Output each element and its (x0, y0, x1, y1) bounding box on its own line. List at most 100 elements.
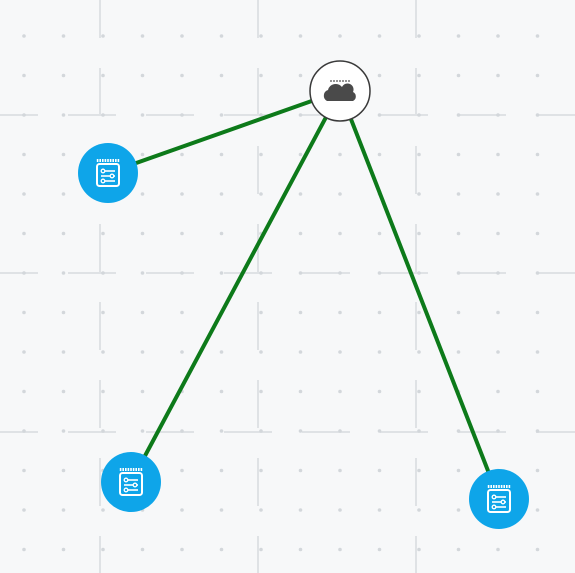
node-device-bottom-left[interactable] (101, 452, 161, 512)
grid-dot (180, 468, 184, 473)
grid-dot (535, 152, 540, 157)
grid-dot (298, 34, 303, 38)
grid-dot (417, 231, 421, 236)
node-device-top-left[interactable] (78, 143, 138, 203)
grid-dot (61, 231, 66, 236)
grid-dot (61, 547, 66, 552)
grid-dot (417, 34, 421, 38)
grid-dot (61, 468, 66, 473)
grid-dot (338, 271, 342, 275)
grid-dot (219, 113, 224, 117)
grid-dot (180, 73, 184, 78)
grid-dot (496, 113, 500, 117)
grid-dot (298, 429, 303, 433)
node-circle (469, 469, 529, 529)
node-device-bottom-right[interactable] (469, 469, 529, 529)
grid-dot (298, 547, 303, 552)
grid-dot (535, 113, 540, 117)
grid-dot (140, 547, 145, 552)
grid-dot (456, 547, 461, 552)
grid-dot (456, 468, 461, 473)
grid-dot (180, 192, 184, 196)
grid-dot (298, 389, 303, 394)
grid-dot (219, 271, 224, 275)
grid-dot (417, 350, 421, 354)
grid-dot (61, 389, 66, 394)
grid-dot (101, 271, 105, 275)
node-cloud[interactable] (309, 60, 371, 122)
grid-dot (219, 429, 224, 433)
grid-dot (338, 34, 342, 38)
grid-dot (456, 152, 461, 157)
grid-dot (535, 310, 540, 315)
grid-dot (535, 389, 540, 394)
grid-dot (22, 429, 26, 433)
grid-dot (22, 350, 26, 354)
grid-dot (180, 113, 184, 117)
grid-dot (377, 508, 382, 512)
grid-dot (338, 310, 342, 315)
grid-dot (417, 73, 421, 78)
grid-dot (535, 231, 540, 236)
grid-dot (338, 192, 342, 196)
grid-dot (101, 34, 105, 38)
grid-dot (456, 73, 461, 78)
grid-dot (298, 192, 303, 196)
grid-dot (61, 73, 66, 78)
grid-dot (377, 429, 382, 433)
grid-dot (22, 547, 26, 552)
grid-dot (140, 350, 145, 354)
grid-dot (140, 429, 145, 433)
grid-dot (22, 468, 26, 473)
grid-dot (338, 429, 342, 433)
grid-dot (219, 468, 224, 473)
grid-dot (259, 271, 263, 275)
grid-dot (377, 152, 382, 157)
grid-dot (61, 429, 66, 433)
link-cloud-to-device-top-left[interactable] (106, 89, 342, 175)
grid-dot (219, 389, 224, 394)
grid-dot (259, 350, 263, 354)
grid-dot (219, 152, 224, 157)
grid-dot (377, 34, 382, 38)
grid-dot (259, 429, 263, 433)
grid-dot (180, 508, 184, 512)
grid-dot (259, 468, 263, 473)
grid-dot (377, 73, 382, 78)
device-icon (96, 159, 120, 187)
link-cloud-to-device-bottom-right[interactable] (338, 89, 501, 501)
device-icon (119, 468, 143, 496)
grid-dot (259, 389, 263, 394)
grid-dot (417, 429, 421, 433)
grid-dot (456, 429, 461, 433)
grid-dot (496, 192, 500, 196)
grid-dot (219, 231, 224, 236)
grid-dot (101, 508, 105, 512)
network-nodes (78, 60, 529, 529)
grid-dot (180, 350, 184, 354)
grid-dot (456, 192, 461, 196)
device-icon (487, 485, 511, 513)
grid-dot (219, 73, 224, 78)
grid-dot (377, 350, 382, 354)
grid-dot (180, 152, 184, 157)
grid-dot (101, 113, 105, 117)
grid-dot (417, 192, 421, 196)
grid-dot (338, 508, 342, 512)
grid-dot (61, 350, 66, 354)
grid-dot (377, 231, 382, 236)
grid-dot (496, 271, 500, 275)
grid-dot (219, 508, 224, 512)
link-cloud-to-device-bottom-left[interactable] (129, 89, 342, 484)
grid-dot (180, 231, 184, 236)
grid-dot (338, 350, 342, 354)
grid-dot (456, 271, 461, 275)
grid-dot (535, 547, 540, 552)
grid-dot (496, 389, 500, 394)
grid-dot (417, 508, 421, 512)
grid-dot (535, 429, 540, 433)
grid-dot (180, 271, 184, 275)
grid-dot (535, 73, 540, 78)
